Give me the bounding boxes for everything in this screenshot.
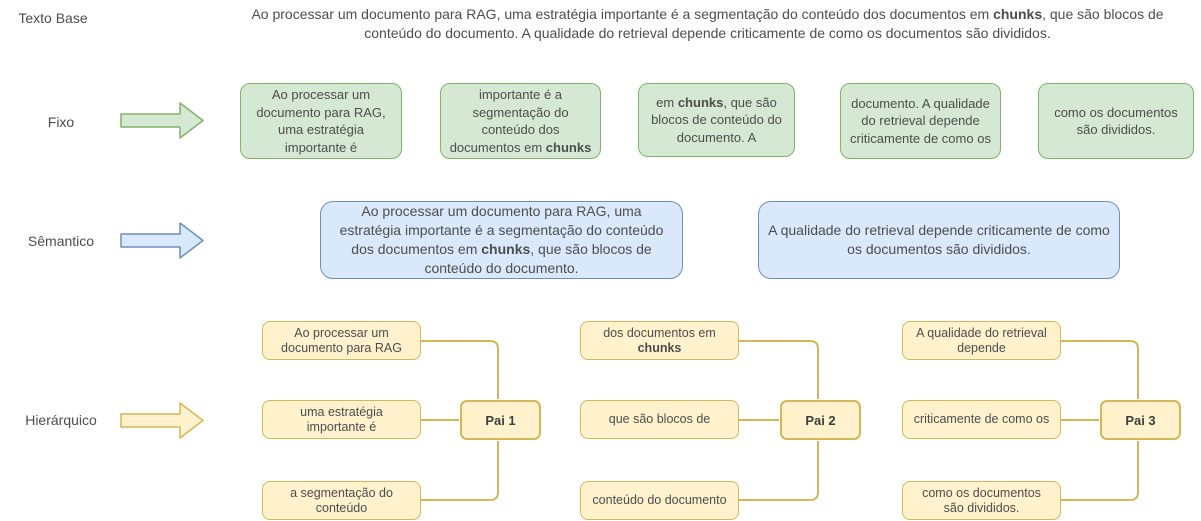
hier-child-box-1-3: a segmentação do conteúdo <box>262 481 421 520</box>
base-text-paragraph: Ao processar um documento para RAG, uma … <box>225 5 1190 43</box>
fixo-arrow-icon <box>120 102 204 139</box>
base-text-bold: chunks <box>993 6 1043 22</box>
base-text-pre: Ao processar um documento para RAG, uma … <box>251 6 994 22</box>
fixed-chunk-box-2: importante é a segmentação do conteúdo d… <box>440 83 601 159</box>
parent-box-pai-3: Pai 3 <box>1100 400 1181 440</box>
hier-child-box-1-2: uma estratégia importante é <box>262 400 421 439</box>
fixed-chunk-box-3: em chunks, que são blocos de conteúdo do… <box>638 83 795 157</box>
label-fixo: Fixo <box>47 114 75 130</box>
fixed-chunk-box-4: documento. A qualidade do retrieval depe… <box>840 83 1001 159</box>
label-hierarquico: Hierárquico <box>25 412 97 428</box>
parent-box-pai-1: Pai 1 <box>460 400 541 440</box>
hier-child-box-2-2: que são blocos de <box>580 400 739 439</box>
label-semantico: Sêmantico <box>27 233 95 249</box>
hier-child-box-2-1: dos documentos em chunks <box>580 321 739 360</box>
semantic-chunk-box-2: A qualidade do retrieval depende critica… <box>758 201 1120 279</box>
hier-child-box-2-3: conteúdo do documento <box>580 481 739 520</box>
hier-child-box-3-1: A qualidade do retrieval depende <box>902 321 1061 360</box>
parent-box-pai-2: Pai 2 <box>780 400 861 440</box>
hier-child-box-3-3: como os documentos são divididos. <box>902 481 1061 520</box>
hier-child-box-3-2: criticamente de como os <box>902 400 1061 439</box>
fixed-chunk-box-1: Ao processar um documento para RAG, uma … <box>240 83 402 159</box>
fixed-chunk-box-5: como os documentos são divididos. <box>1038 83 1194 159</box>
base-text-post: , que são blocos de conteúdo do document… <box>364 6 1164 41</box>
semantico-arrow-icon <box>120 222 204 259</box>
hier-child-box-1-1: Ao processar um documento para RAG <box>262 321 421 360</box>
semantic-chunk-box-1: Ao processar um documento para RAG, uma … <box>320 201 683 279</box>
hierarquico-arrow-icon <box>120 402 204 439</box>
label-texto-base: Texto Base <box>18 10 88 26</box>
